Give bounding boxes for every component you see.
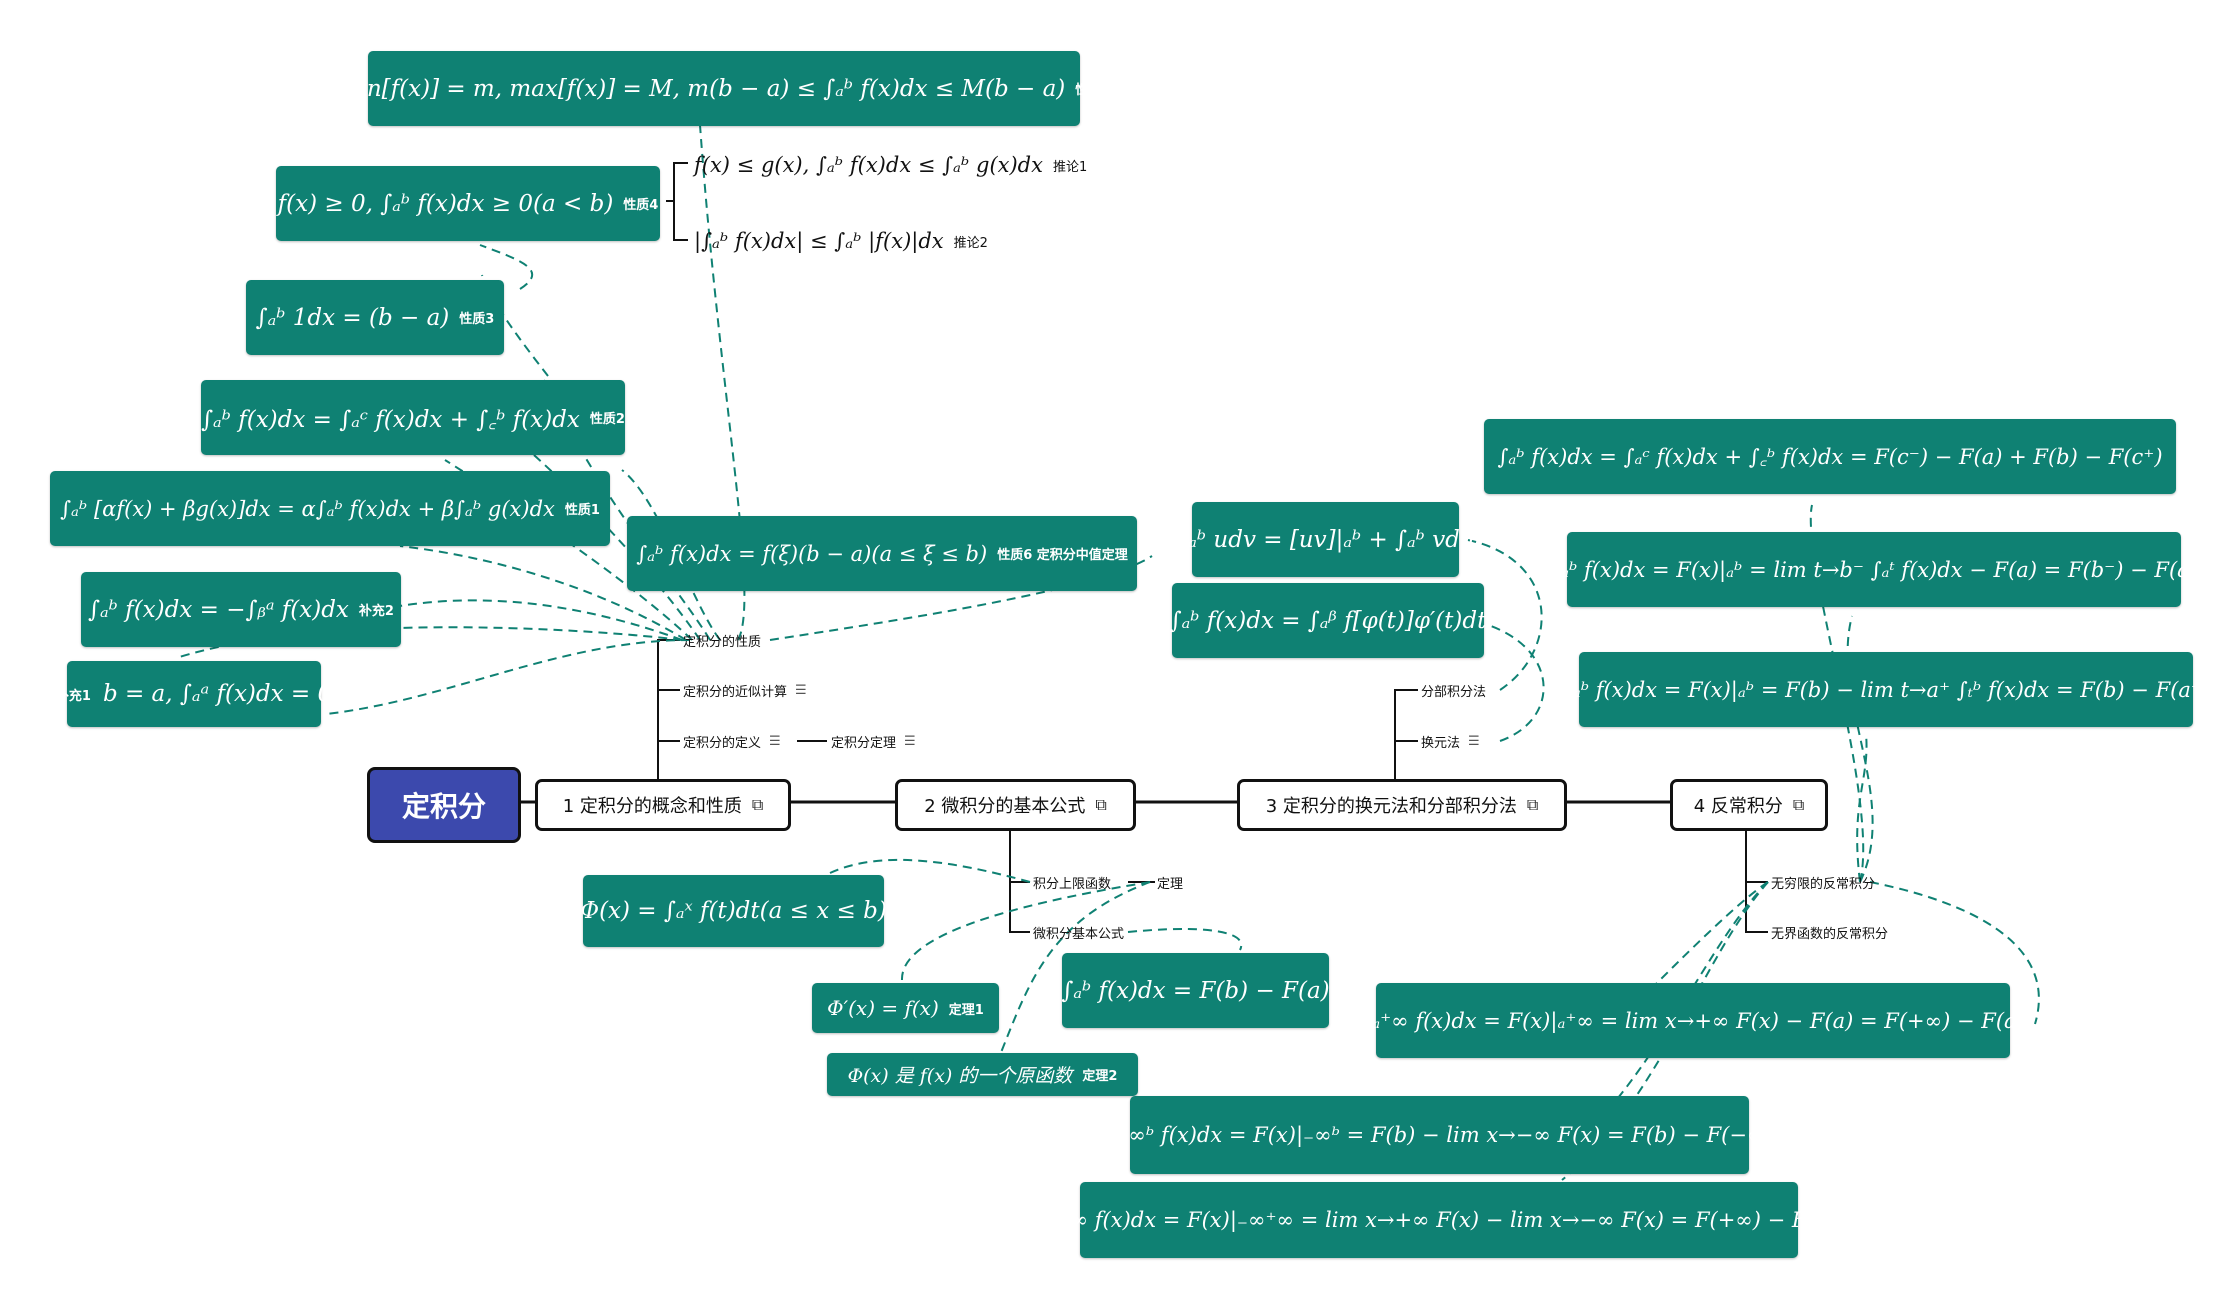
branch-label: 定积分定理 (831, 736, 897, 751)
topic-2-label: 2 微积分的基本公式 (924, 796, 1086, 817)
branch-upper-limit-function[interactable]: 积分上限函数 (1033, 873, 1111, 892)
formula-supplement-2[interactable]: ∫ₐᵇ f(x)dx = −∫ᵦᵃ f(x)dx 补充2 (81, 572, 401, 647)
formula-text: ∫ₐᵇ f(x)dx = ∫ₐᶜ f(x)dx + ∫꜀ᵇ f(x)dx = F… (1497, 444, 2163, 469)
formula-text: ∫ₐ⁺∞ f(x)dx = F(x)|ₐ⁺∞ = lim x→+∞ F(x) −… (1361, 1008, 2025, 1033)
branch-theorem[interactable]: 定理 (1157, 873, 1183, 892)
branch-integration-by-parts[interactable]: 分部积分法 (1421, 681, 1486, 700)
external-link-icon[interactable]: ⧉ (1526, 795, 1539, 814)
branch-approximation[interactable]: 定积分的近似计算 ☰ (683, 681, 807, 700)
formula-text: ∫ₐᵇ f(x)dx = −∫ᵦᵃ f(x)dx (88, 596, 349, 623)
branch-infinite-limits[interactable]: 无穷限的反常积分 (1771, 873, 1875, 892)
formula-tag: 定理2 (1082, 1069, 1118, 1084)
root-node[interactable]: 定积分 (367, 767, 521, 843)
formula-text: Φ′(x) = f(x) (827, 996, 939, 1020)
external-link-icon[interactable]: ⧉ (1792, 795, 1805, 814)
formula-infinite-both[interactable]: ∫₋∞⁺∞ f(x)dx = F(x)|₋∞⁺∞ = lim x→+∞ F(x)… (1020, 1182, 1858, 1258)
formula-text: b = a, ∫ₐᵃ f(x)dx = 0 (102, 681, 333, 707)
formula-text: min[f(x)] = m, max[f(x)] = M, m(b − a) ≤… (337, 75, 1066, 102)
formula-integration-by-parts[interactable]: ∫ₐᵇ udv = [uv]|ₐᵇ + ∫ₐᵇ vdu (1176, 502, 1475, 577)
branch-label: 定积分的性质 (683, 635, 762, 650)
formula-infinite-upper[interactable]: ∫ₐ⁺∞ f(x)dx = F(x)|ₐ⁺∞ = lim x→+∞ F(x) −… (1361, 983, 2025, 1058)
formula-text: Φ(x) = ∫ₐˣ f(t)dt(a ≤ x ≤ b) (580, 898, 887, 924)
external-link-icon[interactable]: ⧉ (1095, 795, 1107, 814)
formula-tag: 性质4 (623, 198, 659, 213)
formula-theorem-1[interactable]: Φ′(x) = f(x) 定理1 (812, 983, 999, 1033)
branch-label: 定积分的定义 (683, 736, 762, 751)
formula-property-2[interactable]: ∫ₐᵇ f(x)dx = ∫ₐᶜ f(x)dx + ∫꜀ᵇ f(x)dx 性质2 (201, 380, 625, 455)
branch-label: 换元法 (1421, 736, 1461, 751)
formula-text: ∫ₐᵇ f(x)dx = ∫ₐᶜ f(x)dx + ∫꜀ᵇ f(x)dx (201, 406, 580, 433)
branch-substitution[interactable]: 换元法 ☰ (1421, 732, 1480, 751)
formula-infinite-lower[interactable]: ∫₋∞ᵇ f(x)dx = F(x)|₋∞ᵇ = F(b) − lim x→−∞… (1106, 1096, 1773, 1174)
formula-tag: 性质6 定积分中值定理 (997, 548, 1128, 563)
topic-4-node[interactable]: 4 反常积分 ⧉ (1670, 779, 1828, 831)
branch-definition[interactable]: 定积分的定义 ☰ (683, 732, 781, 751)
formula-text: ∫₋∞ᵇ f(x)dx = F(x)|₋∞ᵇ = F(b) − lim x→−∞… (1106, 1123, 1773, 1147)
formula-text: ∫ₐᵇ udv = [uv]|ₐᵇ + ∫ₐᵇ vdu (1176, 526, 1475, 553)
formula-improper-lower[interactable]: ∫ₐᵇ f(x)dx = F(x)|ₐᵇ = F(b) − lim t→a⁺ ∫… (1562, 652, 2210, 727)
topic-2-node[interactable]: 2 微积分的基本公式 ⧉ (895, 779, 1136, 831)
formula-substitution[interactable]: ∫ₐᵇ f(x)dx = ∫ₐᵝ f[φ(t)]φ′(t)dt (1169, 583, 1487, 658)
branch-definition-theorem[interactable]: 定积分定理 ☰ (831, 732, 916, 751)
note-icon[interactable]: ☰ (769, 734, 781, 749)
formula-property-6[interactable]: ∫ₐᵇ f(x)dx = f(ξ)(b − a)(a ≤ ξ ≤ b) 性质6 … (627, 516, 1137, 591)
formula-property-3[interactable]: ∫ₐᵇ 1dx = (b − a) 性质3 (246, 280, 504, 355)
topic-3-node[interactable]: 3 定积分的换元法和分部积分法 ⧉ (1237, 779, 1567, 831)
formula-text: Φ(x) 是 f(x) 的一个原函数 (847, 1065, 1073, 1087)
formula-newton-leibniz[interactable]: ∫ₐᵇ f(x)dx = F(b) − F(a) (1061, 953, 1330, 1028)
formula-theorem-2[interactable]: Φ(x) 是 f(x) 的一个原函数 定理2 (827, 1053, 1138, 1096)
formula-tag: 补充2 (358, 604, 394, 619)
formula-text: ∫ₐᵇ f(x)dx = F(b) − F(a) (1061, 977, 1330, 1004)
formula-text: ∫ₐᵇ f(x)dx = f(ξ)(b − a)(a ≤ ξ ≤ b) (636, 541, 988, 566)
branch-label: 定理 (1157, 877, 1184, 892)
formula-text: |∫ₐᵇ f(x)dx| ≤ ∫ₐᵇ |f(x)|dx (694, 229, 944, 253)
formula-property-1[interactable]: ∫ₐᵇ [αf(x) + βg(x)]dx = α∫ₐᵇ f(x)dx + β∫… (50, 471, 610, 546)
formula-tag: 补充1 (55, 688, 91, 704)
external-link-icon[interactable]: ⧉ (751, 795, 764, 814)
branch-label: 无界函数的反常积分 (1771, 927, 1889, 942)
formula-text: f(x) ≥ 0, ∫ₐᵇ f(x)dx ≥ 0(a < b) (277, 190, 614, 217)
formula-tag: 性质1 (564, 503, 600, 518)
formula-text: ∫ₐᵇ f(x)dx = F(x)|ₐᵇ = F(b) − lim t→a⁺ ∫… (1561, 677, 2211, 702)
topic-1-label: 1 定积分的概念和性质 (562, 796, 742, 817)
note-icon[interactable]: ☰ (1468, 734, 1480, 749)
formula-text: f(x) ≤ g(x), ∫ₐᵇ f(x)dx ≤ ∫ₐᵇ g(x)dx (694, 153, 1043, 177)
formula-tag: 性质3 (459, 312, 495, 327)
formula-tag: 定理1 (948, 1002, 984, 1018)
branch-label: 定积分的近似计算 (683, 685, 788, 700)
topic-4-label: 4 反常积分 (1693, 796, 1783, 817)
formula-corollary-2[interactable]: |∫ₐᵇ f(x)dx| ≤ ∫ₐᵇ |f(x)|dx 推论2 (694, 224, 988, 258)
branch-label: 微积分基本公式 (1033, 927, 1125, 942)
branch-label: 无穷限的反常积分 (1771, 877, 1876, 892)
branch-properties[interactable]: 定积分的性质 (683, 631, 761, 650)
formula-upper-limit[interactable]: Φ(x) = ∫ₐˣ f(t)dt(a ≤ x ≤ b) (580, 875, 887, 947)
formula-tag: 性质2 (589, 412, 625, 427)
formula-tag: 推论2 (953, 235, 988, 251)
branch-label: 分部积分法 (1421, 685, 1487, 700)
formula-tag: 推论1 (1052, 159, 1088, 175)
formula-tag: 性质5 (1075, 83, 1111, 98)
formula-property-5[interactable]: min[f(x)] = m, max[f(x)] = M, m(b − a) ≤… (338, 51, 1110, 126)
formula-text: ∫₋∞⁺∞ f(x)dx = F(x)|₋∞⁺∞ = lim x→+∞ F(x)… (1020, 1208, 1858, 1232)
formula-improper-upper[interactable]: ∫ₐᵇ f(x)dx = F(x)|ₐᵇ = lim t→b⁻ ∫ₐᵗ f(x)… (1550, 532, 2198, 607)
topic-1-node[interactable]: 1 定积分的概念和性质 ⧉ (535, 779, 791, 831)
branch-label: 积分上限函数 (1033, 877, 1112, 892)
formula-supplement-1[interactable]: 补充1 b = a, ∫ₐᵃ f(x)dx = 0 (56, 661, 332, 727)
formula-property-4[interactable]: f(x) ≥ 0, ∫ₐᵇ f(x)dx ≥ 0(a < b) 性质4 (276, 166, 660, 241)
note-icon[interactable]: ☰ (904, 734, 916, 749)
formula-corollary-1[interactable]: f(x) ≤ g(x), ∫ₐᵇ f(x)dx ≤ ∫ₐᵇ g(x)dx 推论1 (694, 148, 1087, 182)
formula-improper-interior[interactable]: ∫ₐᵇ f(x)dx = ∫ₐᶜ f(x)dx + ∫꜀ᵇ f(x)dx = F… (1484, 419, 2176, 494)
note-icon[interactable]: ☰ (795, 683, 807, 698)
formula-text: ∫ₐᵇ [αf(x) + βg(x)]dx = α∫ₐᵇ f(x)dx + β∫… (60, 496, 555, 521)
formula-text: ∫ₐᵇ f(x)dx = F(x)|ₐᵇ = lim t→b⁻ ∫ₐᵗ f(x)… (1550, 557, 2198, 582)
formula-text: ∫ₐᵇ 1dx = (b − a) (255, 304, 450, 331)
formula-text: ∫ₐᵇ f(x)dx = ∫ₐᵝ f[φ(t)]φ′(t)dt (1169, 607, 1487, 634)
branch-fundamental-formula[interactable]: 微积分基本公式 (1033, 923, 1124, 942)
topic-3-label: 3 定积分的换元法和分部积分法 (1265, 796, 1517, 817)
branch-unbounded-functions[interactable]: 无界函数的反常积分 (1771, 923, 1888, 942)
